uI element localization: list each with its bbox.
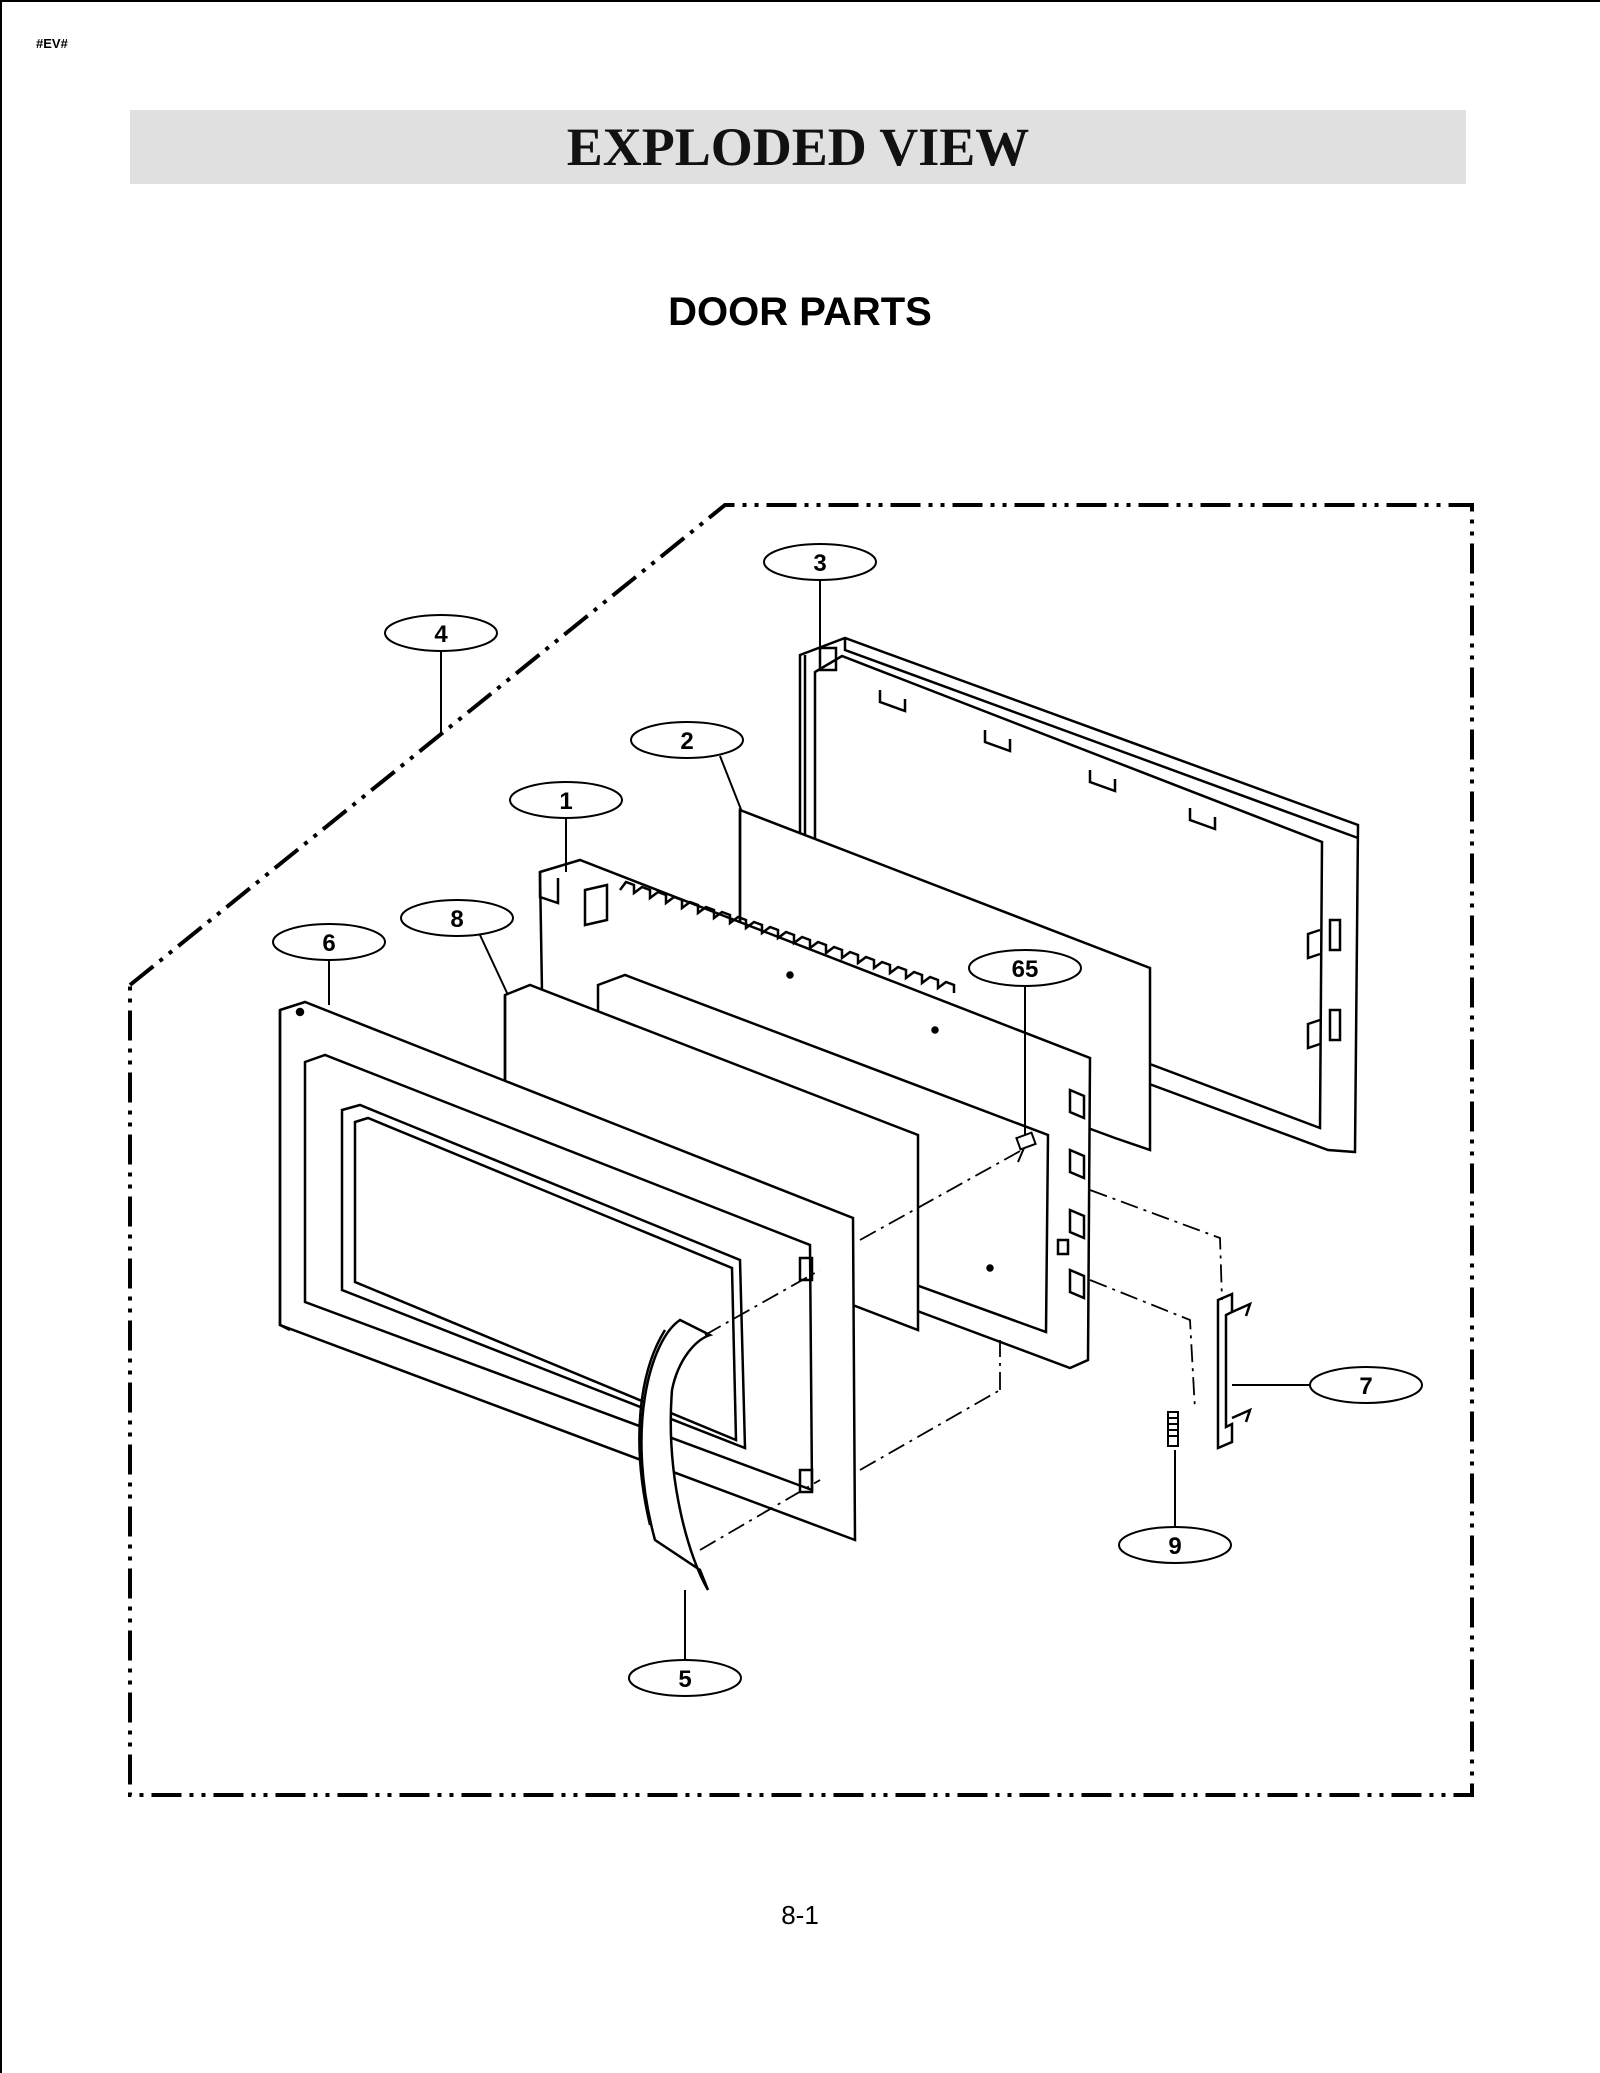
callout-3-label: 3 <box>813 550 826 577</box>
callout-9: 9 <box>1118 1450 1232 1564</box>
title-bar: EXPLODED VIEW <box>130 110 1466 184</box>
callouts: 4 3 2 1 8 6 65 <box>272 543 1423 1697</box>
callout-5-label: 5 <box>678 1666 691 1693</box>
callout-7: 7 <box>1232 1366 1423 1404</box>
page-number: 8-1 <box>781 1900 819 1930</box>
part-7-latch <box>1216 1292 1253 1450</box>
callout-1: 1 <box>509 781 623 872</box>
part-9-spring <box>1167 1411 1179 1447</box>
callout-2: 2 <box>630 721 744 813</box>
callout-9-label: 9 <box>1168 1533 1181 1560</box>
callout-5: 5 <box>628 1590 742 1697</box>
callout-8-label: 8 <box>450 906 463 933</box>
part-5-door-handle <box>638 1318 714 1591</box>
page-title: EXPLODED VIEW <box>566 117 1030 177</box>
callout-6-label: 6 <box>322 930 335 957</box>
part-65-screw <box>1015 1131 1037 1163</box>
section-title: DOOR PARTS <box>668 290 932 334</box>
assembly-boundary <box>128 503 1474 1797</box>
callout-4-label: 4 <box>434 621 448 648</box>
callout-2-label: 2 <box>680 728 693 755</box>
callout-65: 65 <box>968 949 1082 1135</box>
callout-65-label: 65 <box>1012 956 1039 983</box>
callout-7-label: 7 <box>1359 1373 1372 1400</box>
callout-6: 6 <box>272 923 386 1005</box>
assembly-guide-lines <box>699 1149 1223 1551</box>
page-tag: #EV# <box>36 36 68 51</box>
callout-4: 4 <box>384 614 498 735</box>
callout-1-label: 1 <box>559 788 572 815</box>
part-6-door-frame <box>278 1000 857 1542</box>
callout-3: 3 <box>763 543 877 650</box>
callout-8: 8 <box>400 899 514 996</box>
